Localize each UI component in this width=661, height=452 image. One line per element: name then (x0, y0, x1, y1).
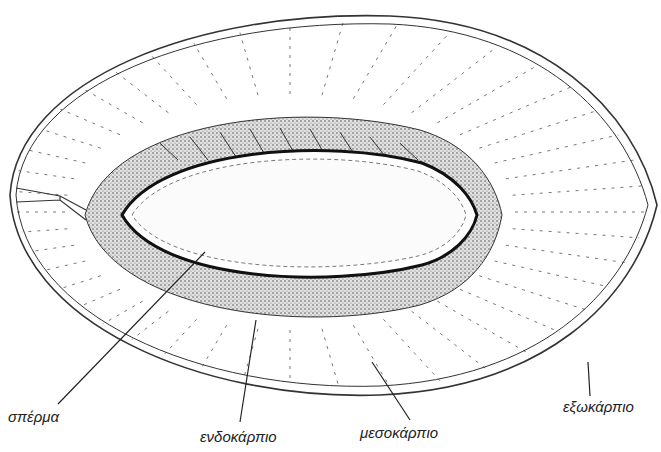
part-label: εξωκάρπιο (563, 398, 634, 416)
part-label: μεσοκάρπιο (360, 424, 438, 442)
part-label: σπέρμα (8, 408, 59, 426)
part-label: ενδοκάρπιο (200, 428, 277, 446)
